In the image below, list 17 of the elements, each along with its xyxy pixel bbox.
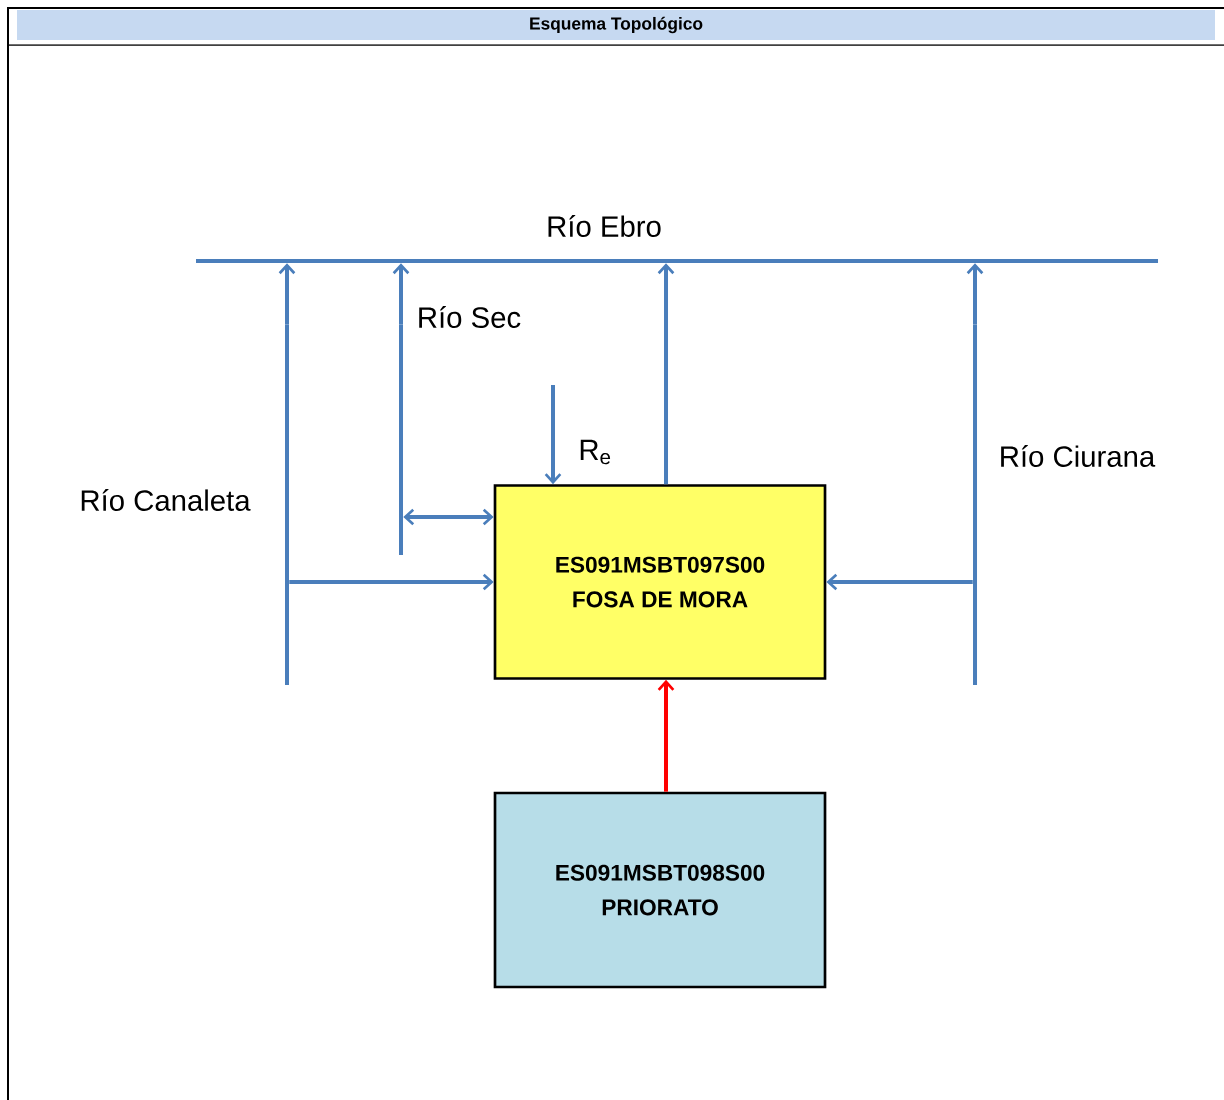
river-name: Río Sec (419, 306, 521, 328)
arrow (966, 263, 984, 325)
title-band: Esquema Topológico (17, 10, 1215, 40)
arrow (289, 573, 494, 591)
water-body-box: ES091MSBT098S00 PRIORATO (493, 791, 827, 989)
river-name: Río Canaleta (81, 489, 251, 511)
arrow (403, 508, 494, 526)
edge-label: R$_{e}$ (580, 439, 611, 465)
arrow (278, 263, 296, 325)
arrow (657, 263, 675, 485)
arrow (826, 573, 973, 591)
arrow (544, 385, 562, 485)
arrow (392, 263, 410, 325)
river-name: Río Ebro (548, 215, 661, 237)
arrow (657, 679, 675, 792)
water-body-box: ES091MSBT097S00 FOSA DE MORA (493, 484, 827, 680)
river-name: Río Ciurana (1001, 445, 1156, 467)
